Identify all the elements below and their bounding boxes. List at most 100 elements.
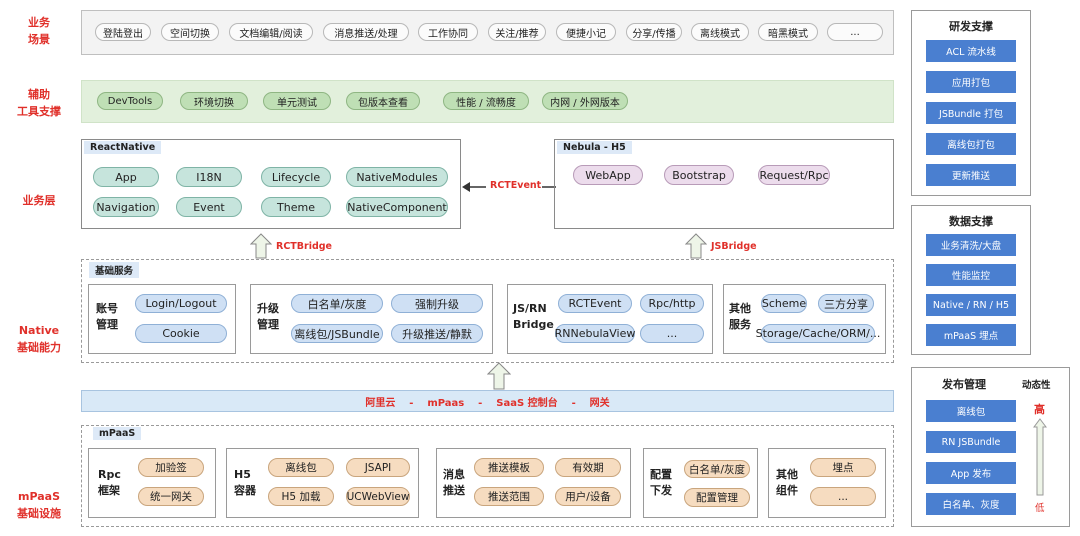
nebula-item: Request/Rpc xyxy=(758,165,830,185)
basic-services-panel xyxy=(81,259,894,363)
row-label-business-layer: 业务层 xyxy=(22,194,56,207)
js-bridge-arrow-icon xyxy=(685,233,707,259)
data-support-panel: 数据支撑 业务清洗/大盘性能监控 Native / RN / H5 mPaaS 埋点 xyxy=(911,205,1031,355)
dynamic-arrow-icon xyxy=(1033,418,1047,496)
other-component-item: 埋点 xyxy=(810,458,876,477)
mpaas-title: mPaaS xyxy=(93,427,142,440)
push-item: 有效期 xyxy=(555,458,621,477)
scenario-item: 工作协同 xyxy=(418,23,478,41)
rct-event-label: RCTEvent xyxy=(490,180,542,191)
side-button: ACL 流水线 xyxy=(926,40,1016,62)
react-native-panel xyxy=(81,139,461,229)
other-service-item: 三方分享 xyxy=(818,294,874,313)
scenario-item: 空间切换 xyxy=(161,23,219,41)
nebula-title: Nebula - H5 xyxy=(557,141,632,154)
tool-item: 内网 / 外网版本 xyxy=(542,92,628,110)
upgrade-item: 白名单/灰度 xyxy=(291,294,383,313)
rn-item: I18N xyxy=(176,167,242,187)
row-label-native: Native 基础能力 xyxy=(17,324,61,354)
account-item: Login/Logout xyxy=(135,294,227,313)
scenario-item: 分享/传播 xyxy=(626,23,682,41)
react-native-title: ReactNative xyxy=(84,141,162,154)
rn-item: App xyxy=(93,167,159,187)
side-button: 应用打包 xyxy=(926,71,1016,93)
upgrade-label: 升级 管理 xyxy=(257,302,279,331)
dynamic-high: 高 xyxy=(1034,403,1045,416)
rpc-box xyxy=(88,448,216,518)
tool-item: 环境切换 xyxy=(180,92,248,110)
scenario-item: 登陆登出 xyxy=(95,23,151,41)
side-button: App 发布 xyxy=(926,462,1016,484)
rpc-label: Rpc 框架 xyxy=(98,468,121,497)
other-services-label: 其他 服务 xyxy=(729,302,751,331)
rn-item: Event xyxy=(176,197,242,217)
rct-bridge-label: RCTBridge xyxy=(276,241,332,252)
row-label-business-scenarios: 业务 场景 xyxy=(28,16,50,46)
rpc-item: 加验签 xyxy=(138,458,204,477)
jsrn-item: Rpc/http xyxy=(640,294,704,313)
upgrade-item: 离线包/JSBundle xyxy=(291,324,383,343)
js-bridge-label: JSBridge xyxy=(711,241,757,252)
scenario-item: 关注/推荐 xyxy=(488,23,546,41)
other-components-label: 其他 组件 xyxy=(776,468,798,497)
nebula-panel xyxy=(554,139,894,229)
other-service-item: Scheme xyxy=(761,294,807,313)
release-title: 发布管理 xyxy=(942,378,986,391)
side-button: 离线包 xyxy=(926,400,1016,422)
h5-item: 离线包 xyxy=(268,458,334,477)
account-label: 账号 管理 xyxy=(96,302,118,331)
scenario-item: 离线模式 xyxy=(691,23,749,41)
push-item: 推送模板 xyxy=(474,458,544,477)
config-item: 白名单/灰度 xyxy=(684,460,750,478)
upgrade-item: 升级推送/静默 xyxy=(391,324,483,343)
h5-item: JSAPI xyxy=(346,458,410,477)
side-button: 离线包打包 xyxy=(926,133,1016,155)
h5-item: UCWebView xyxy=(346,487,410,506)
dev-support-title: 研发支撑 xyxy=(949,20,993,33)
basic-services-title: 基础服务 xyxy=(89,262,140,278)
jsrn-item: RNNebulaView xyxy=(555,324,635,343)
nebula-item: WebApp xyxy=(573,165,643,185)
side-button: 性能监控 xyxy=(926,264,1016,286)
side-button: JSBundle 打包 xyxy=(926,102,1016,124)
config-item: 配置管理 xyxy=(684,488,750,507)
rn-item: Lifecycle xyxy=(261,167,331,187)
dev-support-panel: 研发支撑 ACL 流水线应用打包 JSBundle 打包离线包打包更新推送 xyxy=(911,10,1031,196)
push-item: 用户/设备 xyxy=(555,487,621,506)
row-label-aux-tools: 辅助 工具支撑 xyxy=(17,88,61,118)
nebula-item: Bootstrap xyxy=(664,165,734,185)
scenario-item: 消息推送/处理 xyxy=(323,23,409,41)
side-button: RN JSBundle xyxy=(926,431,1016,453)
scenario-item: ... xyxy=(827,23,883,41)
side-button: 更新推送 xyxy=(926,164,1016,186)
account-item: Cookie xyxy=(135,324,227,343)
tool-item: DevTools xyxy=(97,92,163,110)
data-support-title: 数据支撑 xyxy=(949,215,993,228)
scenario-item: 便捷小记 xyxy=(556,23,616,41)
jsrn-item: ... xyxy=(640,324,704,343)
rn-item: NativeModules xyxy=(346,167,448,187)
side-button: 白名单、灰度 xyxy=(926,493,1016,515)
push-label: 消息 推送 xyxy=(443,468,465,497)
up-arrow-icon xyxy=(487,362,511,390)
dynamic-label: 动态性 xyxy=(1022,380,1051,391)
tool-item: 单元测试 xyxy=(263,92,331,110)
rn-item: Theme xyxy=(261,197,331,217)
other-component-item: ... xyxy=(810,487,876,506)
side-button: 业务清洗/大盘 xyxy=(926,234,1016,256)
other-service-item: Storage/Cache/ORM/... xyxy=(756,324,880,343)
tool-item: 包版本查看 xyxy=(346,92,420,110)
h5-item: H5 加载 xyxy=(268,487,334,506)
jsrn-label: JS/RN Bridge xyxy=(513,302,554,331)
h5-label: H5 容器 xyxy=(234,468,256,497)
side-button: mPaaS 埋点 xyxy=(926,324,1016,346)
rct-event-arrow xyxy=(462,182,556,192)
rn-item: Navigation xyxy=(93,197,159,217)
config-label: 配置 下发 xyxy=(650,468,672,497)
row-label-mpaas: mPaaS 基础设施 xyxy=(17,490,61,520)
push-item: 推送范围 xyxy=(474,487,544,506)
side-button: Native / RN / H5 xyxy=(926,294,1016,316)
scenario-item: 文档编辑/阅读 xyxy=(229,23,313,41)
rn-item: NativeComponent xyxy=(346,197,448,217)
scenario-item: 暗黑模式 xyxy=(758,23,818,41)
